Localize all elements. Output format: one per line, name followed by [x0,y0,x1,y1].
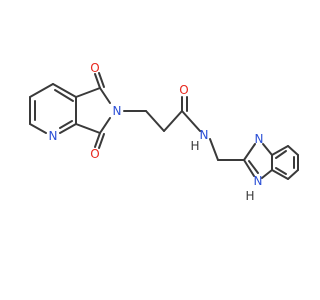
bond [181,110,201,132]
bond [287,145,299,156]
bond [52,83,77,98]
amide-nitrogen-label: N [200,128,209,142]
oxygen-label-amide: O [179,83,188,97]
atom-labels: O O O N N N H N N H [49,61,264,203]
bond [271,145,289,156]
bond [29,83,54,98]
bond [209,138,219,161]
bond [243,159,255,177]
bond [75,87,101,98]
bond [163,110,183,132]
benzimidazole-nh-nitrogen-label: N [254,174,263,188]
bond [99,87,111,104]
bond [275,167,287,175]
imide-nitrogen-label: N [113,104,122,118]
bond [271,169,289,180]
bond [275,150,287,159]
bond [98,72,105,88]
oxygen-label-bottom: O [90,147,99,161]
bond [94,132,101,148]
bond [243,143,256,161]
bond [29,123,47,134]
pyridine-nitrogen-label: N [49,129,58,143]
benzimidazole-nitrogen-label: N [255,132,264,146]
benzimidazole-hydrogen-label: H [245,189,254,203]
bond [75,123,101,134]
bond [145,110,165,132]
bonds [29,72,299,180]
bond [59,123,77,134]
bond [261,169,273,179]
oxygen-label-top: O [90,61,99,75]
bond [98,133,105,149]
bond [54,89,74,102]
bond [59,120,73,129]
bond [262,143,273,156]
bond [287,169,299,180]
bond [94,73,101,89]
amide-hydrogen-label: H [190,139,199,153]
bond [248,160,259,174]
molecule-structure: O O O N N N H N N H [29,61,299,203]
bond [99,117,111,134]
